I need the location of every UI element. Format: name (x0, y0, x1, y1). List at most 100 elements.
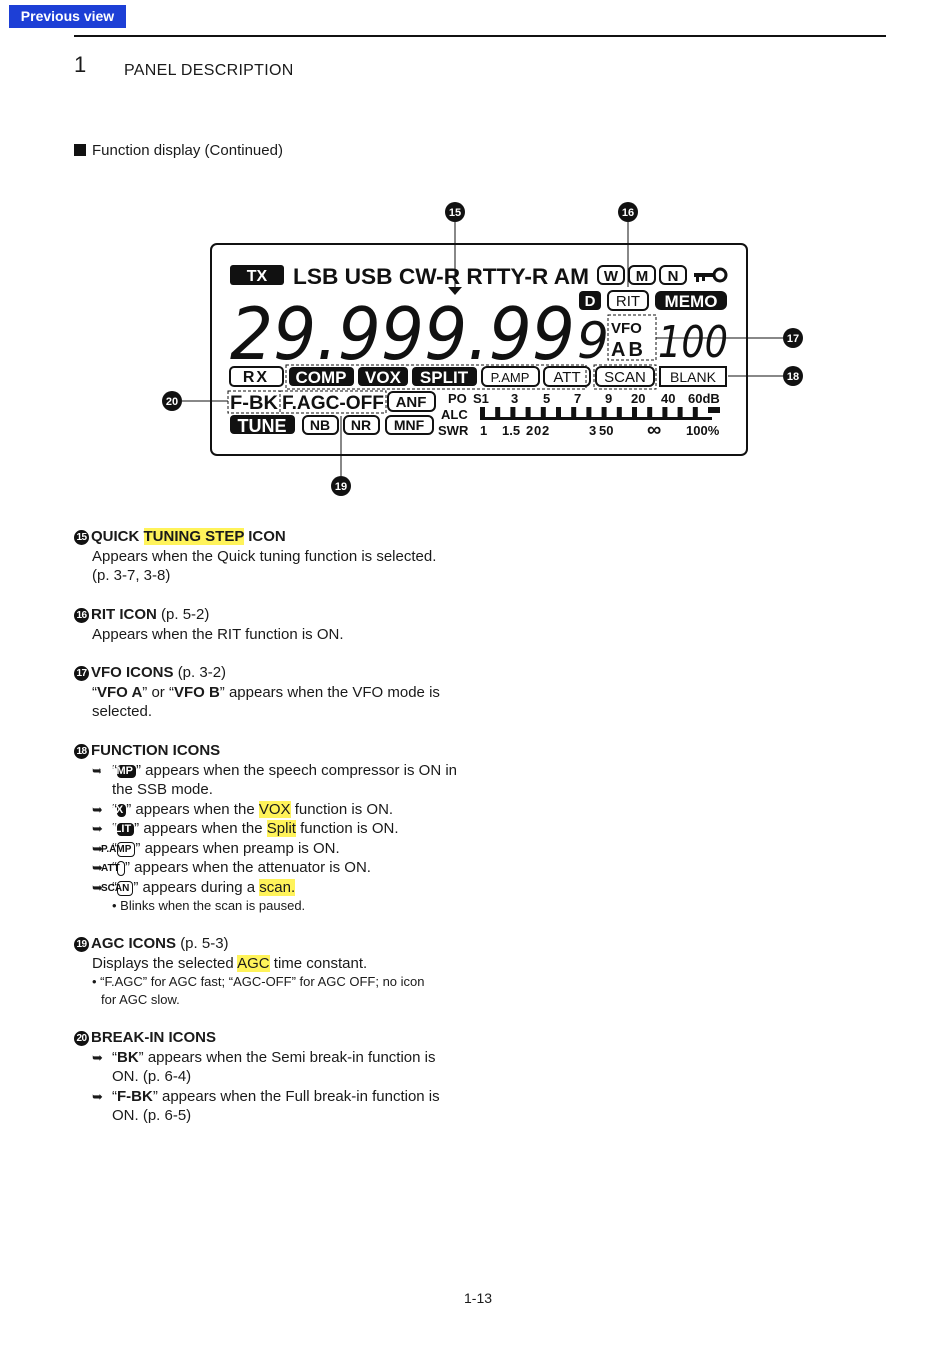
item-line: Appears when the RIT function is ON. (92, 625, 344, 643)
split-icon: SPLIT (420, 368, 469, 387)
split-icon: SPLIT (100, 823, 135, 836)
m-icon-frame (628, 265, 656, 285)
callout-20: 20 (162, 391, 182, 411)
item-line: Appears when the Quick tuning function i… (92, 547, 437, 565)
att-icon-frame (543, 366, 591, 387)
att-icon: ATT (553, 369, 580, 386)
tx-label: TX (247, 268, 268, 285)
heading-text: BREAK-IN ICONS (91, 1029, 217, 1046)
pamp-icon: P.AMP (491, 370, 530, 385)
meter-segment (616, 407, 622, 417)
heading-text: VFO ICONS (91, 664, 174, 681)
heading-text: FUNCTION ICONS (91, 742, 221, 759)
list-item: ➥“VOX” appears when the VOX function is … (92, 800, 394, 818)
svg-text:20: 20 (166, 396, 178, 408)
meter-segment (495, 407, 501, 417)
arrow-bullet-icon: ➥ (92, 801, 103, 817)
split-icon-frame (412, 367, 477, 386)
scale-infinity: ∞ (647, 419, 661, 441)
vfo-dashed-box (607, 314, 657, 361)
vox-icon: VOX (365, 368, 402, 387)
svg-text:15: 15 (449, 207, 461, 219)
text: appears when the (143, 820, 263, 837)
meter-baseline (480, 417, 712, 420)
item-note: • “F.AGC” for AGC fast; “AGC-OFF” for AG… (92, 974, 425, 989)
text: ” appears when the Full break-in functio… (112, 1087, 440, 1125)
callout-17: 17 (783, 328, 803, 348)
svg-text:16: 16 (622, 207, 634, 219)
quick-tuning-step-icon (448, 287, 462, 295)
meter-segment (677, 407, 683, 417)
w-icon-frame (597, 265, 625, 285)
text: appears when the speech compressor is ON… (112, 761, 457, 799)
text: appears during a (142, 878, 256, 896)
highlight: Split (266, 820, 296, 837)
page-ref: (p. 5-3) (180, 935, 229, 952)
arrow-bullet-icon: ➥ (92, 879, 103, 895)
att-icon: ATT (101, 861, 125, 876)
blank-icon: BLANK (670, 369, 717, 385)
pamp-icon-frame (481, 366, 540, 387)
mnf-icon: MNF (394, 417, 425, 433)
scale-s1: S1 (473, 391, 489, 406)
rit-icon-frame (607, 290, 649, 311)
arrow-bullet-icon: ➥ (92, 1049, 103, 1065)
text: function is ON. (300, 820, 399, 837)
vfo-b-term: VFO B (173, 683, 220, 701)
text: appears when the attenuator is ON. (134, 859, 371, 876)
meter-segment (510, 407, 516, 417)
arrow-bullet-icon: ➥ (92, 1088, 103, 1104)
scale-60db: 60dB (688, 391, 720, 406)
meter-swr-label: SWR (438, 423, 469, 438)
number-19-icon: 19 (74, 937, 89, 952)
scale-50: 50 (599, 423, 613, 438)
callout-19: 19 (331, 476, 351, 496)
list-item: ➥“P.AMP” appears when preamp is ON. (92, 839, 340, 857)
item-line: Displays the selected AGC time constant. (74, 954, 464, 974)
callout-18: 18 (783, 366, 803, 386)
mode-indicators: LSB USB CW-R RTTY-R AM (293, 264, 589, 289)
previous-view-button[interactable]: Previous view (9, 5, 126, 28)
scale-40: 40 (661, 391, 675, 406)
page-number: 1-13 (464, 1290, 493, 1306)
bk-term: BK (117, 1048, 139, 1066)
list-item: ➥“SPLIT” appears when the Split function… (92, 820, 399, 837)
svg-text:19: 19 (335, 481, 347, 493)
text: ” or “ (142, 683, 174, 701)
svg-text:18: 18 (787, 371, 799, 383)
item-line: “VFO A” or “VFO B” appears when the VFO … (92, 683, 440, 721)
meter-segment (601, 407, 607, 417)
comp-icon-frame (289, 367, 354, 386)
nb-icon-frame (302, 415, 339, 435)
square-bullet-icon (74, 144, 86, 156)
meter-segment (586, 407, 592, 417)
n-icon: N (668, 268, 679, 285)
scan-dashed-box (593, 364, 657, 390)
number-15-icon: 15 (74, 530, 89, 545)
scale-swr-3: 3 (589, 423, 596, 438)
blank-icon-frame (659, 366, 727, 387)
meter-segment (525, 407, 531, 417)
vfo-icon: VFO (611, 320, 642, 337)
text: function is ON. (294, 800, 394, 818)
tx-indicator (230, 265, 284, 285)
frequency-readout: 29.999.99 (230, 292, 575, 376)
scale-20: 20 (631, 391, 645, 406)
heading-text: AGC ICONS (91, 935, 177, 952)
meter-segment (480, 407, 485, 417)
list-item: ➥“ATT” appears when the attenuator is ON… (92, 859, 371, 876)
memo-icon: MEMO (665, 292, 718, 311)
header-rule (74, 35, 886, 37)
scale-7: 7 (574, 391, 581, 406)
arrow-bullet-icon: ➥ (92, 860, 103, 875)
list-item: ➥“COMP” appears when the speech compress… (92, 761, 457, 799)
scale-100-percent: 100% (686, 423, 720, 438)
